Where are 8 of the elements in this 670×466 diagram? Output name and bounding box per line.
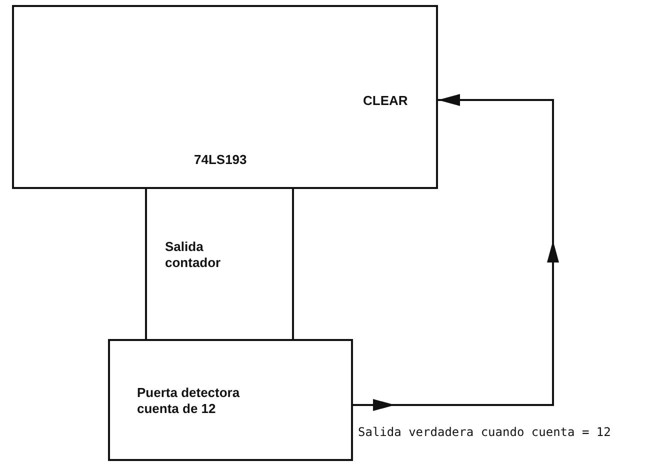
block-label: Puerta detectora cuenta de 12 [137, 385, 241, 417]
block-label: 74LS193 [194, 152, 247, 168]
block-box [12, 5, 438, 189]
block-box [108, 339, 353, 461]
block-label: Salida contador [165, 239, 222, 271]
block-label: CLEAR [363, 93, 408, 109]
edge-label: Salida verdadera cuando cuenta = 12 [358, 424, 611, 440]
bus-lines [145, 189, 294, 339]
